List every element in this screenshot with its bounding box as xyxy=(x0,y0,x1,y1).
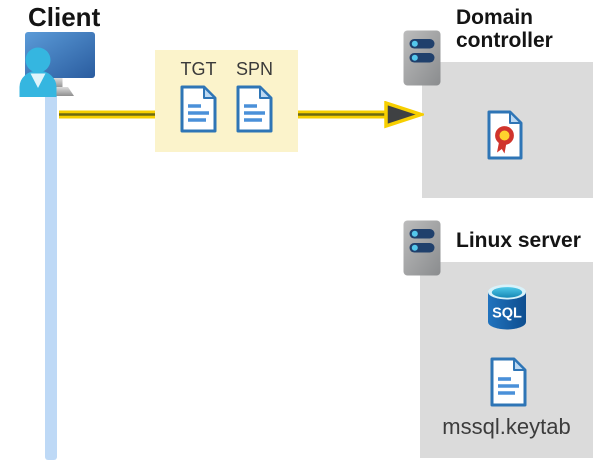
person-icon xyxy=(19,47,57,97)
monitor-stand-neck xyxy=(50,78,63,88)
linux-server-label: Linux server xyxy=(456,229,581,252)
tgt-label: TGT xyxy=(180,59,217,79)
linux-server-box: SQL mssql.keytab xyxy=(420,262,593,458)
arrowhead xyxy=(384,101,424,129)
spn-label: SPN xyxy=(235,59,273,79)
sql-database-icon: SQL xyxy=(488,284,526,330)
tgt-document-icon xyxy=(180,85,217,133)
keytab-label: mssql.keytab xyxy=(442,414,571,439)
keytab-document-icon xyxy=(490,357,527,407)
spn-token: SPN xyxy=(236,56,273,152)
client-label: Client xyxy=(28,2,101,32)
certificate-icon xyxy=(487,110,523,160)
domain-controller-label: Domain controller xyxy=(456,6,553,52)
linux-server-icon xyxy=(403,220,441,276)
domain-controller-server-icon xyxy=(403,30,441,86)
domain-controller-box xyxy=(422,62,593,198)
sql-label: SQL xyxy=(492,306,522,322)
client-connection-line xyxy=(45,94,57,460)
client-workstation-icon xyxy=(19,32,95,97)
tgt-token: TGT xyxy=(180,56,217,152)
spn-document-icon xyxy=(236,85,273,133)
ticket-box: TGT SPN xyxy=(155,50,298,152)
